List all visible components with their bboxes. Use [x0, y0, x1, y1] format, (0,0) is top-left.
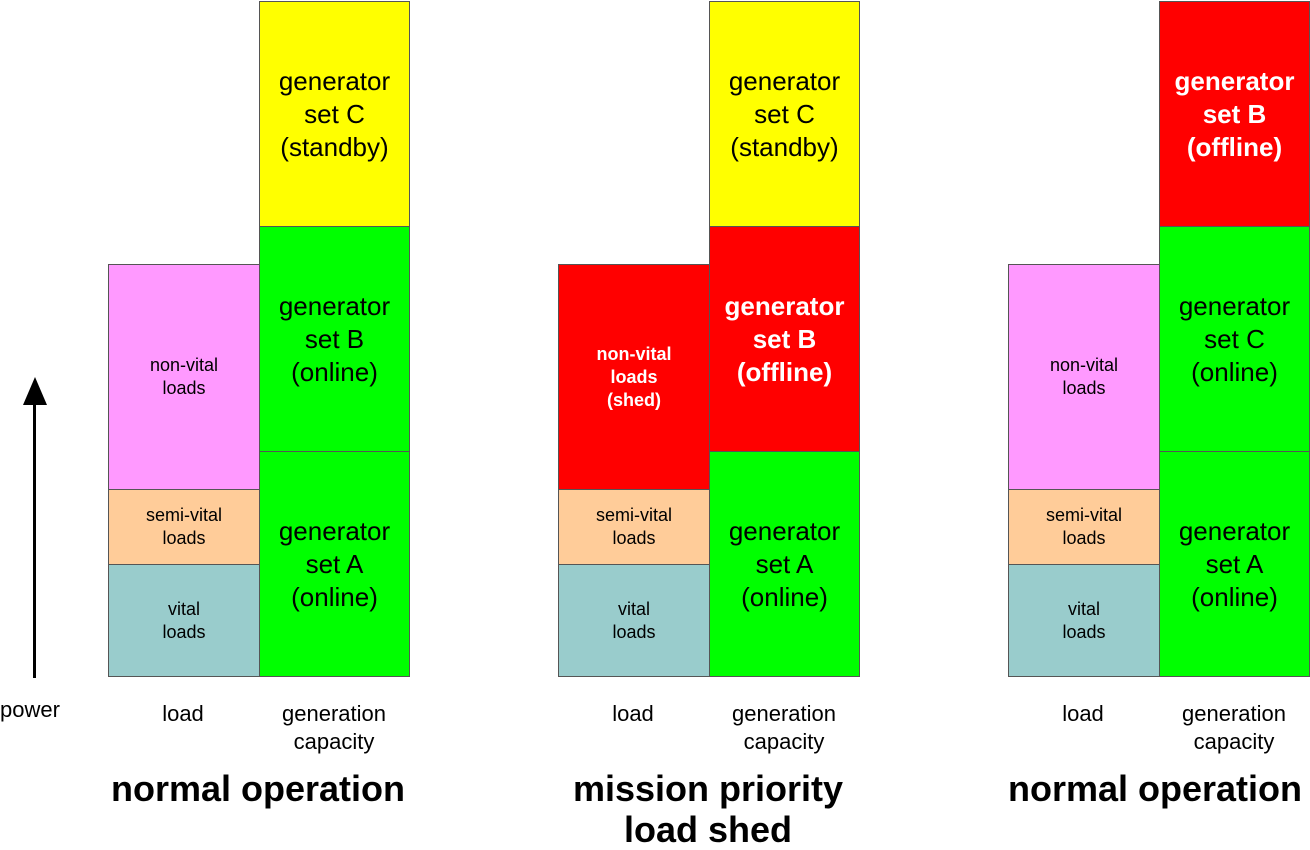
generator-set-c-online-block: generator set C (online): [1159, 226, 1310, 452]
panel-normal-operation-1: vital loads semi-vital loads non-vital l…: [0, 0, 410, 844]
power-axis-label: power: [0, 697, 60, 722]
panel-normal-operation-2: vital loads semi-vital loads non-vital l…: [900, 0, 1310, 844]
generator-set-a-block: generator set A (online): [259, 451, 410, 677]
panel-title: normal operation: [1007, 768, 1303, 809]
generator-set-c-block: generator set C (standby): [709, 1, 860, 227]
power-axis-arrowhead: [23, 377, 47, 405]
load-column-label: load: [612, 701, 654, 726]
vital-loads-block: vital loads: [108, 564, 260, 677]
generator-set-b-offline-block: generator set B (offline): [1159, 1, 1310, 227]
generator-set-c-block: generator set C (standby): [259, 1, 410, 227]
non-vital-loads-block: non-vital loads: [1008, 264, 1160, 490]
panel-title: normal operation: [110, 768, 406, 809]
panel-load-shed: vital loads semi-vital loads non-vital l…: [450, 0, 860, 844]
semi-vital-loads-block: semi-vital loads: [108, 489, 260, 565]
panel-title: mission priority load shed: [572, 768, 844, 850]
capacity-column-label: generation capacity: [732, 701, 836, 754]
generator-set-a-block: generator set A (online): [709, 451, 860, 677]
load-column-label: load: [162, 701, 204, 726]
generator-set-a-block: generator set A (online): [1159, 451, 1310, 677]
power-axis-line: [33, 398, 36, 678]
generator-set-b-offline-block: generator set B (offline): [709, 226, 860, 452]
non-vital-loads-shed-block: non-vital loads (shed): [558, 264, 710, 490]
capacity-column-label: generation capacity: [1182, 701, 1286, 754]
generator-set-b-block: generator set B (online): [259, 226, 410, 452]
vital-loads-block: vital loads: [1008, 564, 1160, 677]
semi-vital-loads-block: semi-vital loads: [1008, 489, 1160, 565]
non-vital-loads-block: non-vital loads: [108, 264, 260, 490]
capacity-column-label: generation capacity: [282, 701, 386, 754]
semi-vital-loads-block: semi-vital loads: [558, 489, 710, 565]
vital-loads-block: vital loads: [558, 564, 710, 677]
load-column-label: load: [1062, 701, 1104, 726]
